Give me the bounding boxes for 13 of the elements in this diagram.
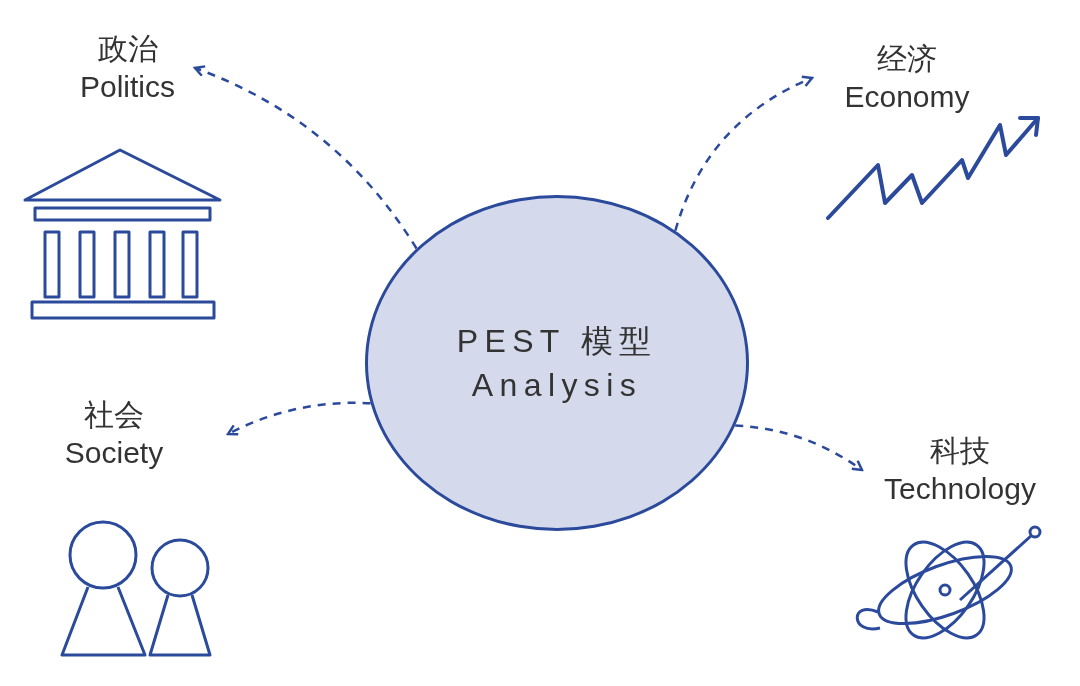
english-label: Society [64,435,164,471]
chinese-label: 政治 [97,31,158,67]
english-label: Technology [884,471,1036,507]
dashed-arrow [674,75,814,232]
english-label: Economy [844,79,970,115]
chinese-label: 科技 [930,433,990,469]
dashed-arrow [735,424,864,472]
center-title: PEST 模型 Analysis [455,322,659,405]
chinese-label: 经济 [877,41,937,77]
dashed-arrow [226,401,371,436]
dashed-arrow [193,65,418,250]
english-label: Politics [80,69,175,105]
chinese-label: 社会 [84,397,144,433]
